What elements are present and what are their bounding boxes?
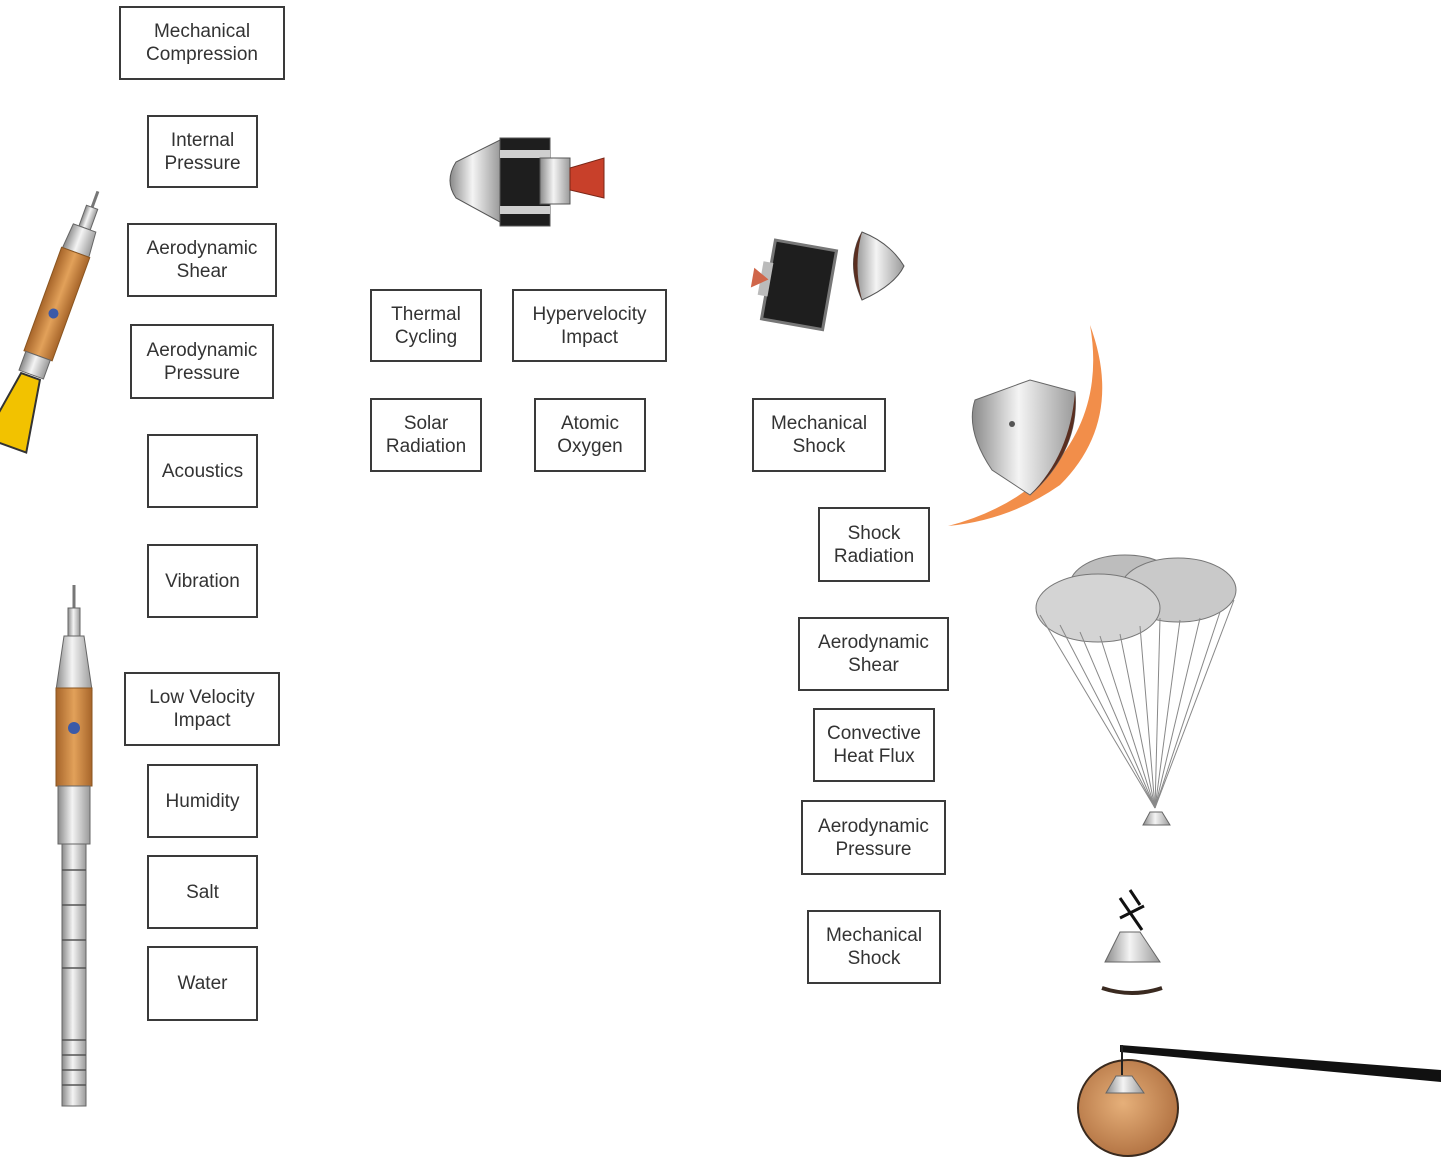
launching-rocket-icon xyxy=(0,190,100,454)
vibration-box: Vibration xyxy=(147,544,258,618)
salt-box: Salt xyxy=(147,855,258,929)
landing-capsule-icon xyxy=(1101,889,1163,995)
water-box: Water xyxy=(147,946,258,1021)
landed-capsule-icon xyxy=(1077,1045,1441,1157)
acoustics-box: Acoustics xyxy=(147,434,258,508)
separation-spacecraft-icon xyxy=(750,231,905,332)
parachutes-icon xyxy=(1035,554,1237,826)
orbiting-spacecraft-icon xyxy=(449,137,605,227)
standing-rocket-icon xyxy=(55,585,93,1107)
reentry-capsule-icon xyxy=(948,325,1103,526)
humidity-box: Humidity xyxy=(147,764,258,838)
